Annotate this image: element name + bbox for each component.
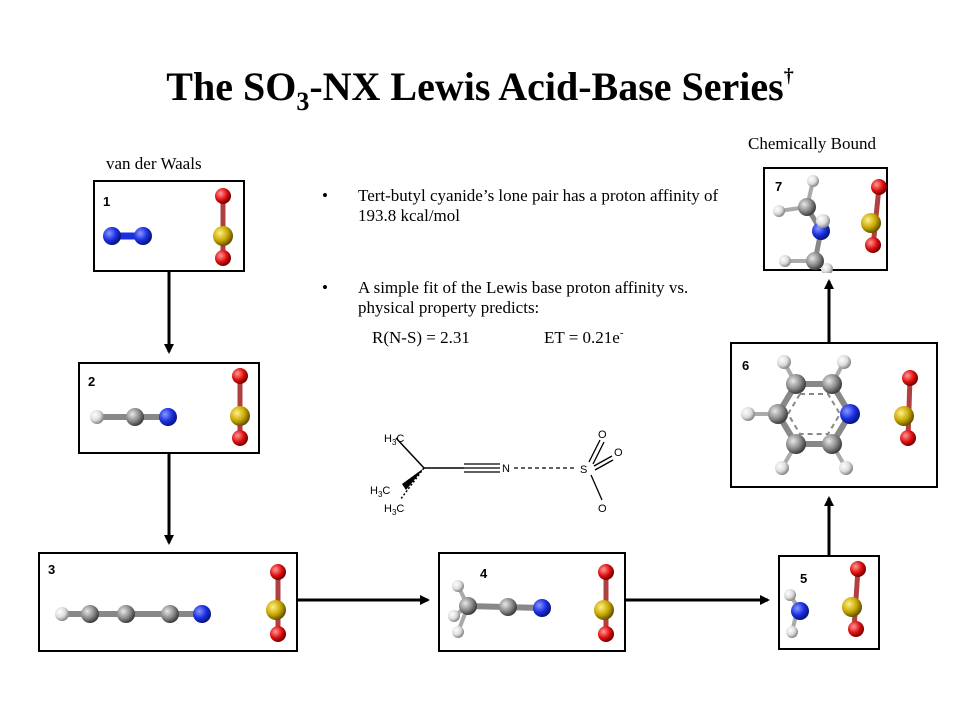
carbon-atom	[786, 434, 806, 454]
nitrogen-atom	[533, 599, 551, 617]
bullet-text: A simple fit of the Lewis base proton af…	[358, 278, 689, 317]
hydrogen-atom	[837, 355, 851, 369]
molecule-hcn-so3	[90, 368, 250, 446]
hydrogen-atom	[779, 255, 791, 267]
hydrogen-atom	[786, 626, 798, 638]
nitrogen-atom	[134, 227, 152, 245]
oxygen-atom	[900, 430, 916, 446]
panel-1: 1	[93, 180, 245, 272]
sulfur-atom	[861, 213, 881, 233]
panel-2: 2	[78, 362, 260, 454]
panel-6: 6	[730, 342, 938, 488]
oxygen-atom	[270, 626, 286, 642]
chemically-bound-label: Chemically Bound	[748, 134, 876, 153]
hydrogen-atom	[741, 407, 755, 421]
oxygen-atom	[232, 430, 248, 446]
nitrogen-label: N	[502, 463, 510, 475]
hydrogen-atom	[452, 580, 464, 592]
oxygen-atom	[848, 621, 864, 637]
nitrogen-atom	[791, 602, 809, 620]
h3c-label-bottom: H3C	[384, 503, 404, 517]
oxygen-atom	[215, 250, 231, 266]
panel-7: 7	[763, 167, 888, 273]
van-der-waals-label: van der Waals	[106, 154, 202, 173]
sulfur-atom	[894, 406, 914, 426]
hydrogen-atom	[452, 626, 464, 638]
molecule-ch3cn-so3	[448, 564, 614, 642]
oxygen-label: O	[598, 503, 607, 515]
panel-5: 5	[778, 555, 880, 650]
panel-number: 4	[480, 566, 488, 581]
hydrogen-atom	[807, 175, 819, 187]
predicted-bond-length: R(N-S) = 2.31	[372, 328, 470, 347]
panel-number: 5	[800, 571, 808, 586]
oxygen-atom	[270, 564, 286, 580]
h3c-label-middle: H3C	[370, 485, 390, 499]
sulfur-atom	[266, 600, 286, 620]
carbon-atom	[786, 374, 806, 394]
molecule-n2-so3	[103, 188, 233, 266]
bullet-text: Tert-butyl cyanide’s lone pair has a pro…	[358, 186, 719, 225]
nitrogen-atom	[159, 408, 177, 426]
carbon-atom	[81, 605, 99, 623]
molecule-hc3n-so3	[55, 564, 286, 642]
carbon-atom	[806, 252, 824, 270]
sulfur-atom	[213, 226, 233, 246]
bullet-symbol: •	[322, 278, 328, 297]
bullet-symbol: •	[322, 186, 328, 205]
oxygen-atom	[598, 626, 614, 642]
panel-3: 3	[38, 552, 298, 652]
sulfur-atom	[842, 597, 862, 617]
carbon-atom	[768, 404, 788, 424]
hydrogen-atom	[448, 610, 460, 622]
hydrogen-atom	[784, 589, 796, 601]
nitrogen-atom	[103, 227, 121, 245]
panel-number: 1	[103, 194, 111, 209]
panel-number: 2	[88, 374, 96, 389]
nitrogen-atom	[840, 404, 860, 424]
oxygen-atom	[902, 370, 918, 386]
h3c-label-top: H3C	[384, 433, 404, 447]
oxygen-atom	[871, 179, 887, 195]
oxygen-label: O	[598, 429, 607, 441]
hydrogen-atom	[777, 355, 791, 369]
oxygen-label: O	[614, 447, 623, 459]
oxygen-atom	[865, 237, 881, 253]
oxygen-atom	[598, 564, 614, 580]
carbon-atom	[499, 598, 517, 616]
hydrogen-atom	[839, 461, 853, 475]
hydrogen-atom	[775, 461, 789, 475]
carbon-atom	[126, 408, 144, 426]
carbon-atom	[117, 605, 135, 623]
hydrogen-atom	[816, 214, 830, 228]
predicted-electron-transfer: ET = 0.21e-	[544, 327, 624, 348]
molecule-nme2h-so3	[773, 175, 887, 273]
sulfur-atom	[230, 406, 250, 426]
hydrogen-atom	[821, 263, 833, 273]
carbon-atom	[822, 434, 842, 454]
sulfur-atom	[594, 600, 614, 620]
hydrogen-atom	[55, 607, 69, 621]
panel-number: 7	[775, 179, 783, 194]
molecule-nh3-so3	[784, 561, 866, 638]
carbon-atom	[822, 374, 842, 394]
sulfur-label: S	[580, 464, 587, 476]
page-title: The SO3-NX Lewis Acid-Base Series†	[166, 64, 794, 116]
nitrogen-atom	[193, 605, 211, 623]
carbon-atom	[161, 605, 179, 623]
oxygen-atom	[850, 561, 866, 577]
panel-number: 6	[742, 358, 750, 373]
panel-4: 4	[438, 552, 626, 652]
hydrogen-atom	[90, 410, 104, 424]
hydrogen-atom	[773, 205, 785, 217]
carbon-atom	[798, 198, 816, 216]
tert-butyl-cyanide-so3-structure: H3C H3C H3C N S O O O	[370, 429, 623, 517]
molecule-pyridine-so3	[741, 355, 918, 475]
panel-number: 3	[48, 562, 56, 577]
oxygen-atom	[232, 368, 248, 384]
carbon-atom	[459, 597, 477, 615]
oxygen-atom	[215, 188, 231, 204]
